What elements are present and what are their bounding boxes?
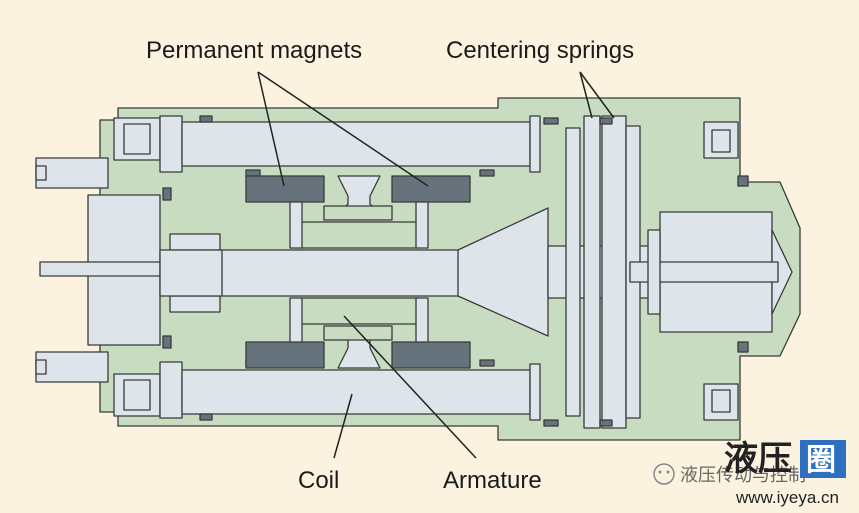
label-permanent-magnets: Permanent magnets — [146, 37, 362, 64]
spring-plate-2 — [583, 115, 601, 429]
leader-magnets-2 — [257, 71, 429, 187]
leader-springs-2 — [579, 71, 615, 119]
armature-pole-bottom — [299, 297, 419, 325]
spring-plate-3 — [601, 115, 627, 429]
coil-bottom — [181, 369, 531, 415]
leader-coil — [333, 393, 353, 459]
label-coil: Coil — [298, 467, 339, 494]
magnet-bottom-right — [391, 341, 471, 369]
watermark-url: www.iyeya.cn — [735, 488, 839, 507]
left-bottom-plug-nub — [35, 359, 47, 375]
left-bottom-plug — [35, 351, 109, 383]
leader-springs-1 — [579, 71, 593, 119]
magnet-top-right — [391, 175, 471, 203]
leader-armature — [343, 315, 477, 459]
watermark-brand: 液压 — [724, 439, 792, 479]
bearing-bottom — [169, 295, 221, 313]
watermark-account: 液压传动与控制 — [680, 465, 806, 486]
watermark: 液压传动与控制 液压 圈 www.iyeya.cn — [653, 439, 846, 507]
watermark-badge-text: 圈 — [806, 443, 836, 478]
left-pole-top — [159, 115, 183, 173]
watermark-badge — [800, 440, 846, 478]
magnet-top-left — [245, 175, 325, 203]
label-armature: Armature — [443, 467, 542, 494]
spring-plate-1 — [565, 127, 581, 417]
left-top-plug — [35, 157, 109, 189]
left-stem — [39, 261, 161, 277]
right-rod — [629, 261, 779, 283]
coil-top — [181, 121, 531, 167]
leader-magnets-1 — [257, 71, 285, 187]
magnet-bottom-left — [245, 341, 325, 369]
left-top-plug-nub — [35, 165, 47, 181]
label-centering-springs: Centering springs — [446, 37, 634, 64]
left-pole-bottom — [159, 361, 183, 419]
bearing-top — [169, 233, 221, 251]
armature-pole-top — [299, 221, 419, 249]
wechat-icon — [653, 463, 675, 485]
